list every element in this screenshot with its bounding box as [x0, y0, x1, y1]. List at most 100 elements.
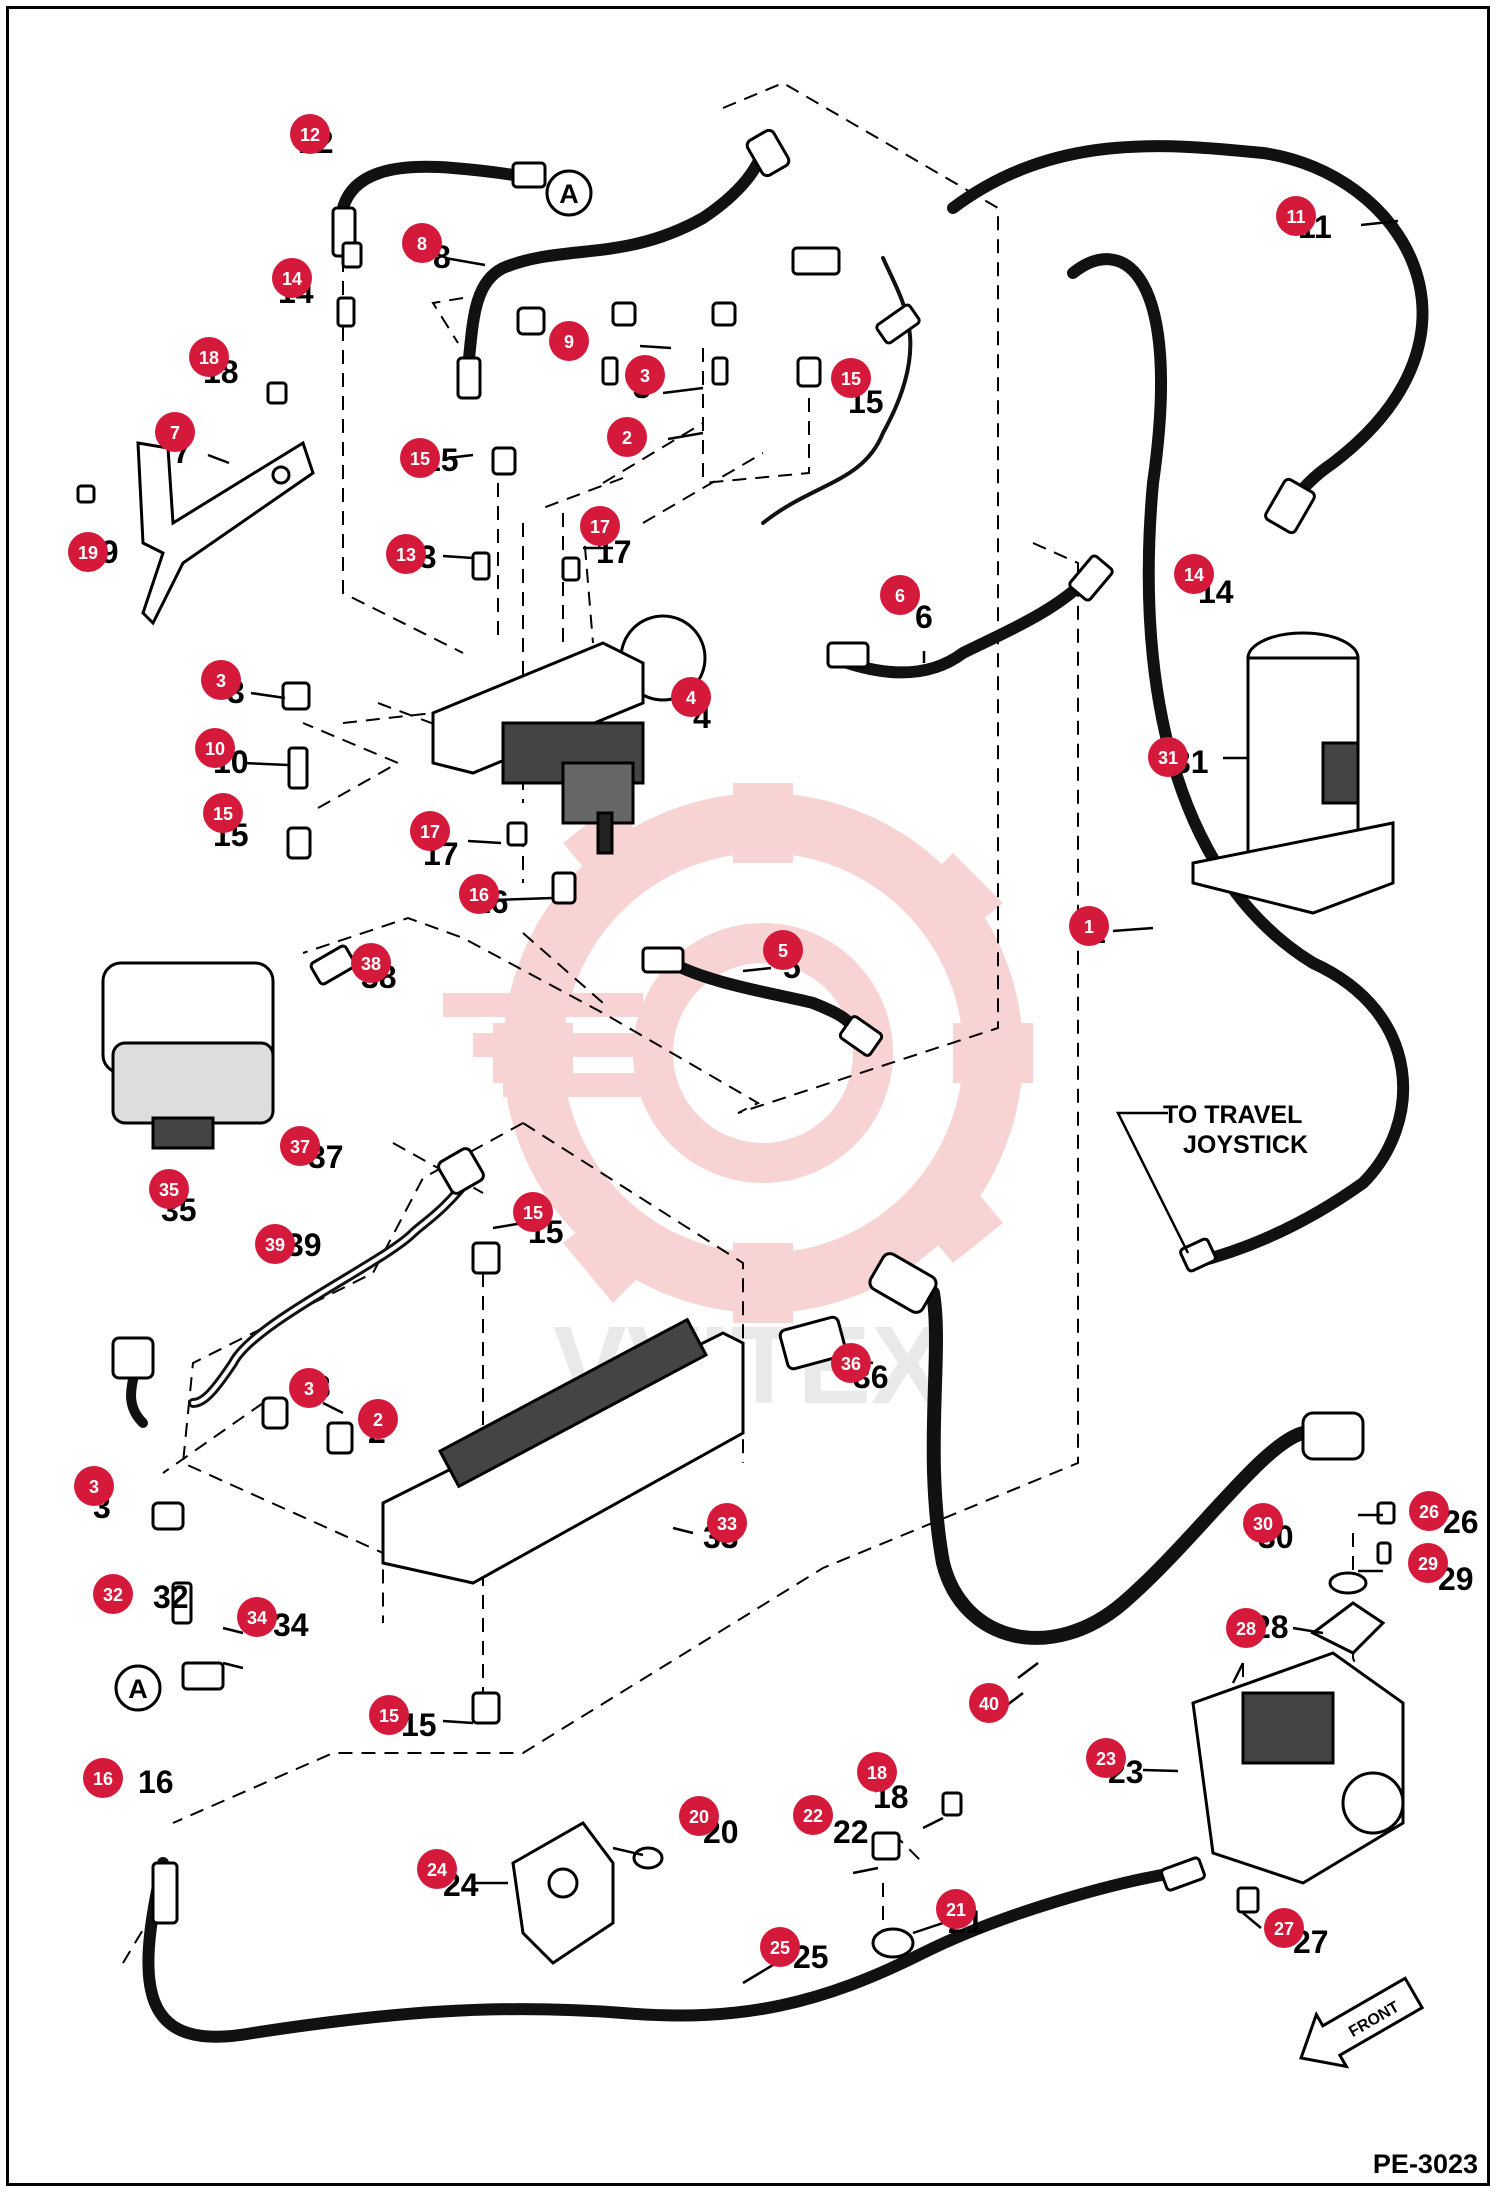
pump-37	[101, 961, 275, 1150]
callout-18[interactable]: 18	[857, 1752, 897, 1792]
hose-1	[1067, 253, 1410, 1269]
part-label-6: 6	[915, 599, 933, 635]
svg-text:17: 17	[420, 822, 440, 842]
callout-29[interactable]: 29	[1408, 1543, 1448, 1583]
callout-bubbles: 12 8 14 9 3 15 11 18 7 15 2 19 13 17 14 …	[68, 114, 1449, 1967]
swivel-31	[1191, 631, 1395, 915]
callout-24[interactable]: 24	[417, 1849, 457, 1889]
callout-14[interactable]: 14	[1174, 554, 1214, 594]
callout-36[interactable]: 36	[831, 1343, 871, 1383]
note-to-travel-line2: JOYSTICK	[1183, 1131, 1308, 1159]
hoses	[126, 140, 1429, 2043]
callout-31[interactable]: 31	[1148, 737, 1188, 777]
callout-35[interactable]: 35	[149, 1169, 189, 1209]
svg-text:5: 5	[778, 941, 788, 961]
svg-text:22: 22	[803, 1806, 823, 1826]
callout-3[interactable]: 3	[289, 1368, 329, 1408]
clamp-parts	[632, 1571, 1386, 1959]
callout-37[interactable]: 37	[280, 1126, 320, 1166]
callout-9[interactable]: 9	[549, 321, 589, 361]
callout-3[interactable]: 3	[625, 355, 665, 395]
front-arrow: FRONT	[1299, 1976, 1425, 2069]
svg-text:13: 13	[396, 545, 416, 565]
callout-34[interactable]: 34	[237, 1597, 277, 1637]
callout-2[interactable]: 2	[607, 417, 647, 457]
part-label-22: 22	[833, 1814, 869, 1850]
callout-15[interactable]: 15	[400, 438, 440, 478]
callout-15[interactable]: 15	[369, 1695, 409, 1735]
callout-15[interactable]: 15	[513, 1192, 553, 1232]
callout-15[interactable]: 15	[831, 358, 871, 398]
callout-12[interactable]: 12	[290, 114, 330, 154]
svg-text:36: 36	[841, 1354, 861, 1374]
callout-7[interactable]: 7	[155, 412, 195, 452]
svg-text:28: 28	[1236, 1619, 1256, 1639]
callout-16[interactable]: 16	[83, 1758, 123, 1798]
callout-26[interactable]: 26	[1409, 1491, 1449, 1531]
callout-1[interactable]: 1	[1069, 906, 1109, 946]
callout-30[interactable]: 30	[1243, 1503, 1283, 1543]
callout-11[interactable]: 11	[1276, 196, 1316, 236]
svg-text:25: 25	[770, 1938, 790, 1958]
hose-40	[926, 1286, 1310, 1645]
svg-text:39: 39	[265, 1235, 285, 1255]
callout-17[interactable]: 17	[410, 811, 450, 851]
callout-16[interactable]: 16	[459, 874, 499, 914]
callout-21[interactable]: 21	[936, 1889, 976, 1929]
callout-14[interactable]: 14	[272, 258, 312, 298]
hose-11	[947, 140, 1429, 519]
callout-33[interactable]: 33	[707, 1503, 747, 1543]
control-valve-33	[381, 1317, 745, 1585]
svg-text:19: 19	[78, 543, 98, 563]
svg-text:38: 38	[361, 954, 381, 974]
svg-text:18: 18	[867, 1763, 887, 1783]
callout-18[interactable]: 18	[189, 337, 229, 377]
hose-39-in	[191, 1171, 475, 1405]
svg-text:15: 15	[213, 804, 233, 824]
callout-13[interactable]: 13	[386, 534, 426, 574]
svg-text:2: 2	[373, 1410, 383, 1430]
callout-6[interactable]: 6	[880, 575, 920, 615]
callout-38[interactable]: 38	[351, 943, 391, 983]
svg-text:17: 17	[590, 517, 610, 537]
svg-text:16: 16	[469, 885, 489, 905]
connection-marker-a-top: A	[545, 169, 593, 217]
callout-23[interactable]: 23	[1086, 1738, 1126, 1778]
part-label-34: 34	[273, 1607, 309, 1643]
callout-25[interactable]: 25	[760, 1927, 800, 1967]
callout-32[interactable]: 32	[93, 1574, 133, 1614]
svg-text:3: 3	[89, 1477, 99, 1497]
callout-20[interactable]: 20	[679, 1796, 719, 1836]
svg-text:30: 30	[1253, 1514, 1273, 1534]
callout-15[interactable]: 15	[203, 793, 243, 833]
svg-text:3: 3	[216, 671, 226, 691]
bracket-7	[136, 440, 315, 626]
svg-text:33: 33	[717, 1514, 737, 1534]
callout-19[interactable]: 19	[68, 532, 108, 572]
svg-text:29: 29	[1418, 1554, 1438, 1574]
svg-text:A: A	[559, 179, 579, 209]
svg-text:35: 35	[159, 1180, 179, 1200]
callout-28[interactable]: 28	[1226, 1608, 1266, 1648]
hose-12	[337, 160, 539, 214]
cover-plate-24	[511, 1821, 615, 1965]
callout-4[interactable]: 4	[671, 677, 711, 717]
svg-text:12: 12	[300, 125, 320, 145]
part-label-32: 32	[153, 1579, 189, 1615]
callout-22[interactable]: 22	[793, 1795, 833, 1835]
callout-8[interactable]: 8	[402, 223, 442, 263]
svg-text:24: 24	[427, 1860, 447, 1880]
svg-text:23: 23	[1096, 1749, 1116, 1769]
callout-39[interactable]: 39	[255, 1224, 295, 1264]
callout-10[interactable]: 10	[195, 728, 235, 768]
callout-3[interactable]: 3	[201, 660, 241, 700]
svg-text:15: 15	[523, 1203, 543, 1223]
callout-3[interactable]: 3	[74, 1466, 114, 1506]
svg-text:2: 2	[622, 428, 632, 448]
callout-17[interactable]: 17	[580, 506, 620, 546]
callout-27[interactable]: 27	[1264, 1908, 1304, 1948]
callout-2[interactable]: 2	[358, 1399, 398, 1439]
svg-text:26: 26	[1419, 1502, 1439, 1522]
callout-40[interactable]: 40	[969, 1683, 1009, 1723]
callout-5[interactable]: 5	[763, 930, 803, 970]
